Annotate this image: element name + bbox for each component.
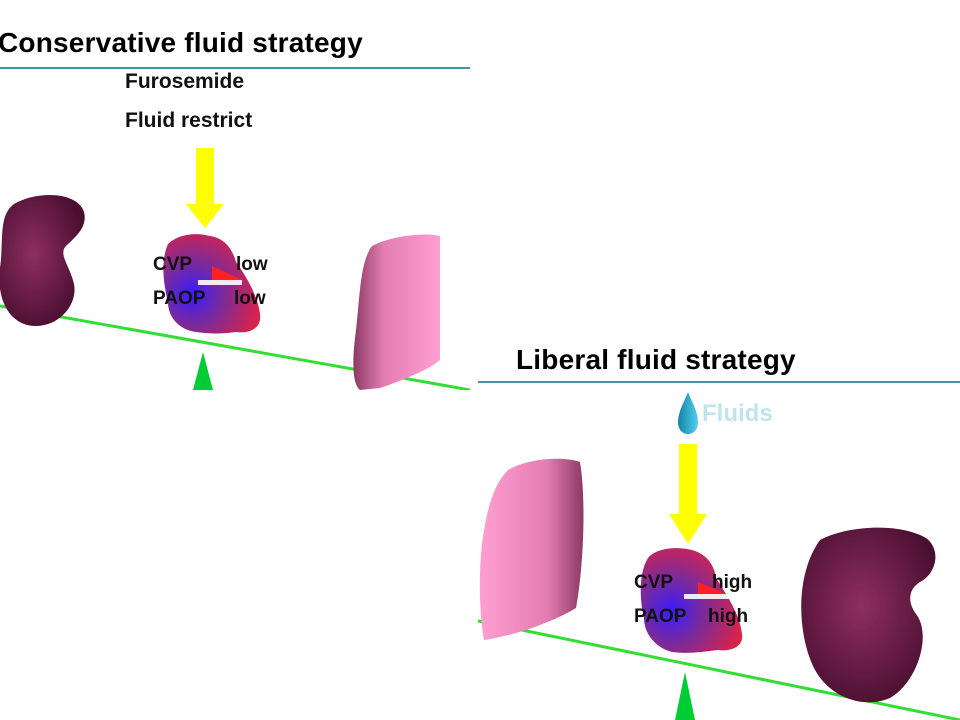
panel-title: Liberal fluid strategy	[516, 344, 796, 375]
seesaw-beam	[478, 619, 960, 720]
water-drop-icon	[678, 392, 698, 434]
lung-icon	[353, 234, 440, 390]
cvp-value: high	[712, 572, 753, 593]
paop-value: high	[708, 606, 749, 627]
fulcrum-triangle-icon	[675, 672, 695, 720]
paop-value: low	[234, 288, 266, 309]
heart-highlight	[698, 582, 726, 596]
title-rule	[0, 67, 470, 69]
cvp-label: CVP	[634, 572, 674, 593]
liberal-diagram	[478, 392, 960, 720]
paop-label: PAOP	[153, 288, 206, 309]
heart-highlight	[212, 266, 242, 282]
conservative-panel: Conservative fluid strategy Furosemide F…	[0, 0, 470, 390]
down-arrow-icon	[186, 148, 224, 228]
cvp-label: CVP	[153, 254, 193, 275]
intervention-fluid-restrict: Fluid restrict	[125, 109, 253, 132]
conservative-diagram	[0, 148, 470, 390]
title-rule	[478, 381, 960, 383]
panel-title: Conservative fluid strategy	[0, 27, 363, 58]
fluids-label: Fluids	[702, 400, 773, 427]
intervention-furosemide: Furosemide	[125, 70, 245, 93]
kidney-icon	[0, 195, 85, 326]
heart-band	[684, 594, 730, 599]
down-arrow-icon	[669, 444, 707, 544]
heart-icon	[640, 548, 743, 653]
lung-icon	[479, 458, 584, 640]
heart-band	[198, 280, 242, 285]
liberal-panel: Liberal fluid strategy Fluids CVP high P…	[478, 338, 960, 720]
paop-label: PAOP	[634, 606, 687, 627]
cvp-value: low	[236, 254, 268, 275]
kidney-icon	[801, 527, 936, 703]
fulcrum-triangle-icon	[193, 352, 213, 390]
